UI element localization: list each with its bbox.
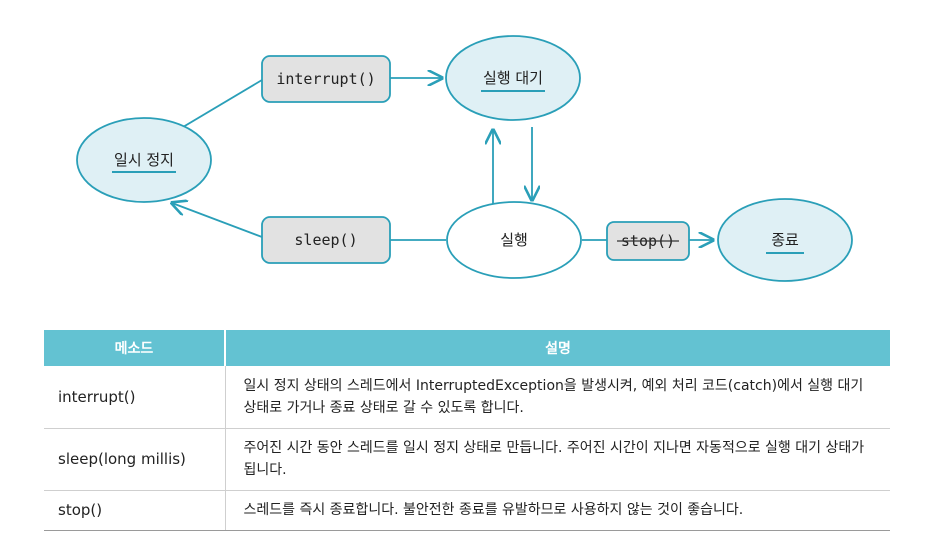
state-terminated-label: 종료 (771, 231, 799, 249)
state-running: 실행 (446, 201, 582, 279)
state-runnable-label: 실행 대기 (483, 69, 543, 87)
table-row: interrupt() 일시 정지 상태의 스레드에서 InterruptedE… (44, 366, 890, 429)
header-description: 설명 (225, 330, 890, 366)
table-row: stop() 스레드를 즉시 종료합니다. 불안전한 종료를 유발하므로 사용하… (44, 490, 890, 531)
transition-interrupt-label: interrupt() (276, 70, 375, 88)
row-description: 일시 정지 상태의 스레드에서 InterruptedException을 발생… (225, 366, 890, 429)
row-method: sleep(long millis) (44, 428, 226, 491)
row-description: 주어진 시간 동안 스레드를 일시 정지 상태로 만듭니다. 주어진 시간이 지… (225, 428, 890, 491)
header-method: 메소드 (44, 330, 226, 366)
state-runnable: 실행 대기 (445, 35, 581, 121)
methods-table: 메소드 설명 interrupt() 일시 정지 상태의 스레드에서 Inter… (44, 330, 890, 531)
row-method: stop() (44, 490, 226, 531)
edge-sleep-to-paused (172, 203, 263, 238)
row-method: interrupt() (44, 366, 226, 429)
transition-interrupt: interrupt() (261, 55, 391, 103)
table-header-row: 메소드 설명 (44, 330, 890, 366)
transition-sleep-label: sleep() (294, 231, 357, 249)
thread-state-diagram: 일시 정지 실행 대기 실행 종료 interrupt() sleep() st… (76, 35, 853, 282)
row-description: 스레드를 즉시 종료합니다. 불안전한 종료를 유발하므로 사용하지 않는 것이… (225, 490, 890, 531)
state-paused-label: 일시 정지 (114, 151, 174, 169)
edge-paused-to-interrupt (177, 79, 263, 131)
state-terminated: 종료 (717, 198, 853, 282)
table-row: sleep(long millis) 주어진 시간 동안 스레드를 일시 정지 … (44, 428, 890, 491)
transition-stop: stop() (606, 221, 690, 261)
state-paused: 일시 정지 (76, 117, 212, 203)
state-running-label: 실행 (500, 231, 528, 249)
transition-sleep: sleep() (261, 216, 391, 264)
